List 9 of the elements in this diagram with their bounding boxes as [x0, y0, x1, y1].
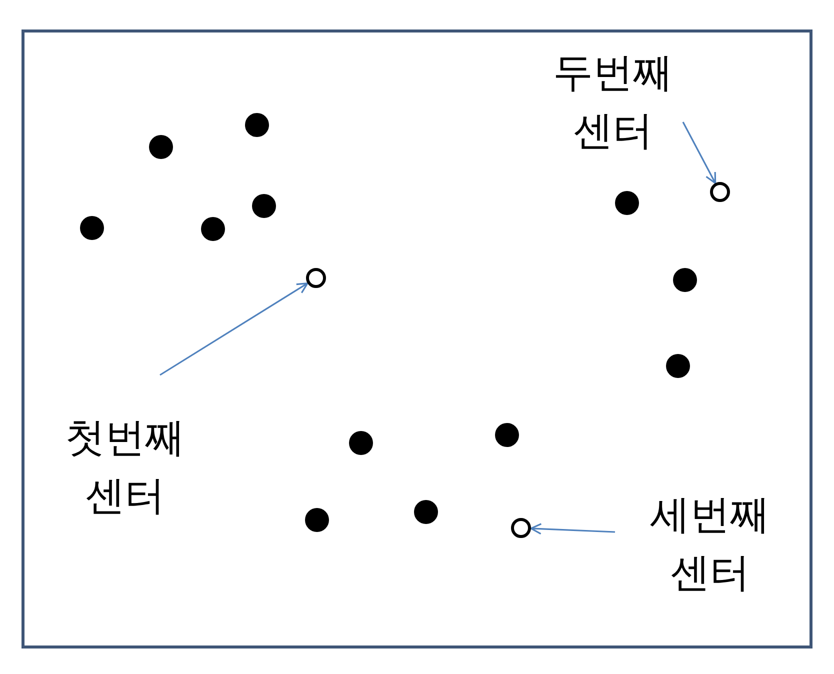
- center-label: 세번째 센터: [649, 491, 771, 598]
- center-marker: [511, 518, 531, 538]
- center-marker: [306, 268, 326, 288]
- arrow: [530, 523, 616, 535]
- arrow: [160, 282, 308, 376]
- arrow: [682, 122, 716, 184]
- center-label: 첫번째 센터: [64, 414, 186, 521]
- center-label: 두번째 센터: [552, 49, 674, 156]
- center-marker: [710, 182, 730, 202]
